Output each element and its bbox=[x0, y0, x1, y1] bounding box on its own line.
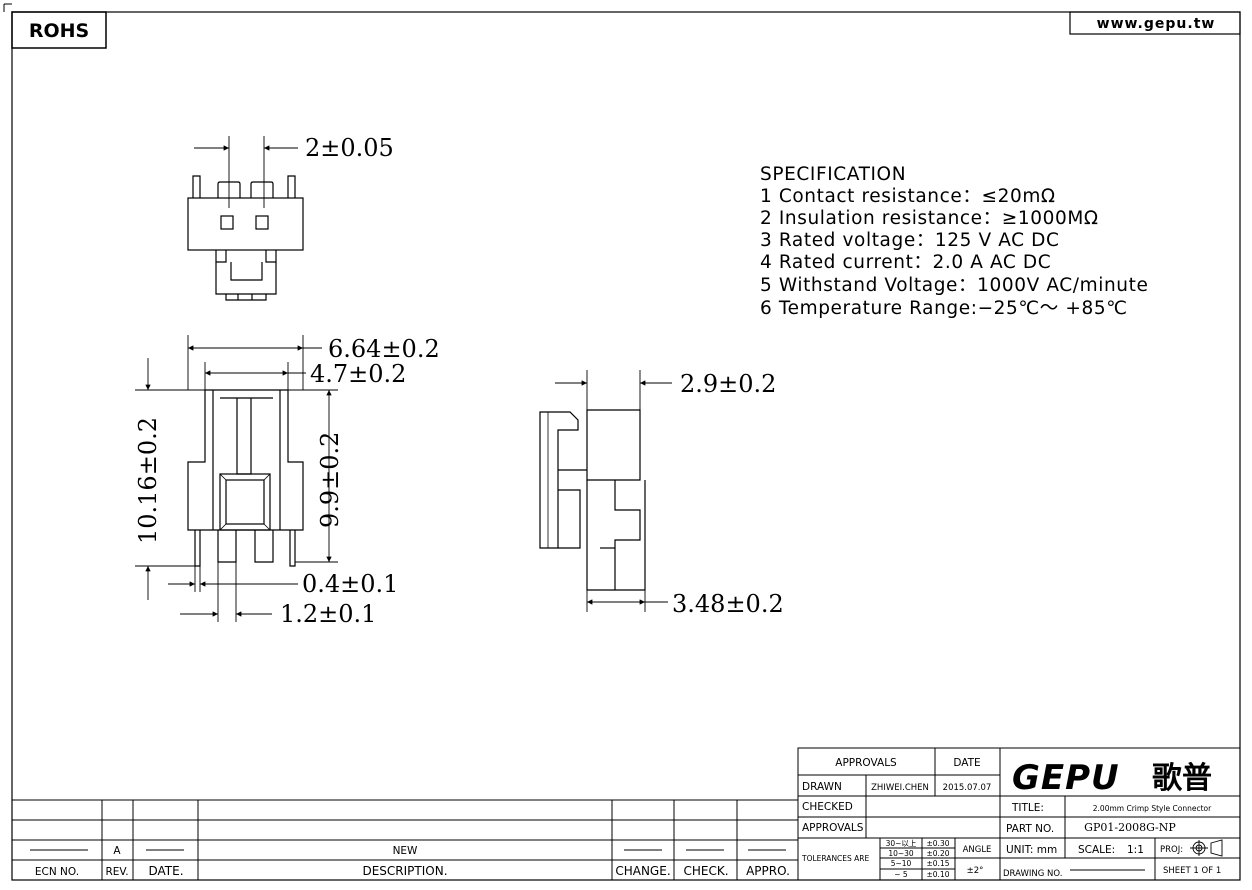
part-value: GP01-2008G-NP bbox=[1084, 821, 1176, 834]
approvals-header: APPROVALS bbox=[835, 757, 897, 769]
website-label: www.gepu.tw bbox=[1097, 16, 1216, 32]
spec-title: SPECIFICATION bbox=[760, 164, 906, 185]
spec-item: 2 Insulation resistance：≥1000MΩ bbox=[760, 208, 1099, 229]
drawn-label: DRAWN bbox=[802, 781, 842, 793]
header-change: CHANGE. bbox=[615, 864, 670, 878]
front-view bbox=[135, 335, 338, 622]
website-box: www.gepu.tw bbox=[1069, 11, 1241, 35]
tol-value: ±0.30 bbox=[927, 839, 950, 848]
title-label: TITLE: bbox=[1011, 802, 1044, 814]
rohs-badge: ROHS bbox=[11, 11, 107, 49]
spec-item: 3 Rated voltage：125 V AC DC bbox=[760, 230, 1060, 251]
top-view bbox=[187, 136, 304, 301]
date-header: DATE bbox=[953, 757, 980, 769]
proj-label: PROJ: bbox=[1160, 845, 1183, 855]
tol-range: 10~30 bbox=[888, 849, 914, 858]
rohs-label: ROHS bbox=[29, 20, 89, 42]
header-rev: REV. bbox=[105, 866, 128, 878]
projection-symbol bbox=[1190, 839, 1223, 857]
spec-item: 5 Withstand Voltage：1000V AC/minute bbox=[760, 275, 1148, 296]
dim-pitch: 2±0.05 bbox=[305, 134, 394, 162]
dim-inner-height: 9.9±0.2 bbox=[316, 432, 344, 528]
header-appro: APPRO. bbox=[746, 864, 790, 878]
tol-range: ~ 5 bbox=[894, 870, 908, 879]
drawn-date: 2015.07.07 bbox=[943, 783, 992, 793]
side-view bbox=[539, 370, 672, 612]
scale-value: 1:1 bbox=[1127, 844, 1144, 856]
tol-value: ±0.15 bbox=[927, 859, 950, 868]
dim-width: 6.64±0.2 bbox=[328, 335, 440, 363]
sheet-label: SHEET 1 OF 1 bbox=[1163, 866, 1221, 876]
dim-pin-pitch: 1.2±0.1 bbox=[280, 600, 376, 628]
gepu-logo-cn: 歌普 bbox=[1152, 761, 1212, 796]
spec-item: 1 Contact resistance：≤20mΩ bbox=[760, 186, 1056, 207]
scale-label: SCALE: bbox=[1078, 844, 1115, 856]
drawing-no-label: DRAWING NO. bbox=[1003, 869, 1062, 879]
dim-side-top: 2.9±0.2 bbox=[680, 370, 776, 398]
tol-value: ±0.10 bbox=[927, 870, 950, 879]
title-block bbox=[797, 747, 1241, 881]
dim-height: 10.16±0.2 bbox=[134, 417, 162, 544]
checked-label: CHECKED bbox=[802, 801, 853, 813]
specification-block: SPECIFICATION 1 Contact resistance：≤20mΩ… bbox=[760, 164, 1148, 319]
unit-label: UNIT: mm bbox=[1006, 844, 1057, 856]
header-date: DATE. bbox=[148, 864, 183, 878]
header-description: DESCRIPTION. bbox=[362, 864, 447, 878]
spec-item: 6 Temperature Range:−25℃～ +85℃ bbox=[760, 298, 1128, 319]
revision-block bbox=[12, 799, 798, 880]
dim-side-bottom: 3.48±0.2 bbox=[672, 590, 784, 618]
tol-value: ±0.20 bbox=[927, 849, 950, 858]
gepu-logo: GEPU bbox=[1012, 758, 1120, 798]
tol-range: 30~以上 bbox=[886, 839, 917, 848]
angle-label: ANGLE bbox=[963, 845, 992, 855]
header-check: CHECK. bbox=[683, 864, 728, 878]
dim-inner-width: 4.7±0.2 bbox=[310, 360, 406, 388]
part-label: PART NO. bbox=[1006, 823, 1054, 835]
tol-range: 5~10 bbox=[891, 859, 912, 868]
sheet-border bbox=[3, 3, 1241, 881]
approvals-label: APPROVALS bbox=[802, 822, 864, 834]
spec-item: 4 Rated current：2.0 A AC DC bbox=[760, 252, 1051, 273]
rev-value: A bbox=[113, 845, 121, 857]
description-value: NEW bbox=[393, 845, 418, 857]
tolerances-label: TOLERANCES ARE bbox=[801, 854, 870, 863]
angle-value: ±2° bbox=[967, 866, 984, 876]
drawn-by: ZHIWEI.CHEN bbox=[871, 783, 929, 793]
title-value: 2.00mm Crimp Style Connector bbox=[1093, 804, 1212, 813]
header-ecn: ECN NO. bbox=[35, 866, 79, 878]
dim-pin-width: 0.4±0.1 bbox=[302, 570, 398, 598]
